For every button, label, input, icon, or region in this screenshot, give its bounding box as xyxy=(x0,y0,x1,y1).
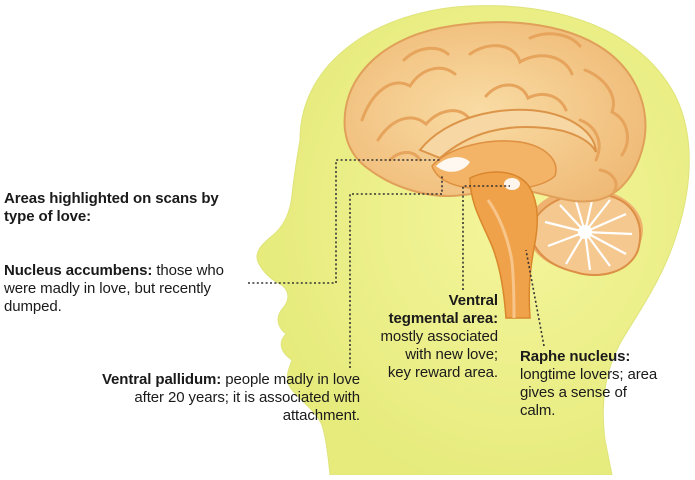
label-nucleus-accumbens: Nucleus accumbens: those who were madly … xyxy=(4,262,249,316)
leader-nucleus-accumbens xyxy=(248,159,440,284)
diagram-heading: Areas highlighted on scans by type of lo… xyxy=(4,190,219,225)
highlight-vta xyxy=(504,178,520,190)
cerebellum xyxy=(527,188,643,276)
leader-ventral-pallidum xyxy=(349,176,443,368)
brainstem xyxy=(469,171,538,319)
region-description: those who were madly in love, but recent… xyxy=(4,262,224,315)
region-description: mostly associated with new love; key rew… xyxy=(380,328,498,381)
label-ventral-tegmental-area: Ventral tegmental area: mostly associate… xyxy=(380,292,498,382)
region-description: longtime lovers; area gives a sense of c… xyxy=(520,366,658,419)
region-name: Nucleus accumbens: xyxy=(4,262,153,279)
leader-lines xyxy=(248,159,545,368)
region-description: people madly in love after 20 years; it … xyxy=(134,371,360,424)
region-name: Ventral tegmental area: xyxy=(388,292,498,327)
region-name: Raphe nucleus: xyxy=(520,348,631,365)
highlight-nucleus-accumbens xyxy=(436,157,470,172)
leader-raphe-nucleus xyxy=(525,249,545,347)
label-raphe-nucleus: Raphe nucleus: longtime lovers; area giv… xyxy=(520,348,660,420)
region-name: Ventral pallidum: xyxy=(101,371,222,388)
label-ventral-pallidum: Ventral pallidum: people madly in love a… xyxy=(70,371,360,425)
cerebrum xyxy=(343,21,647,203)
